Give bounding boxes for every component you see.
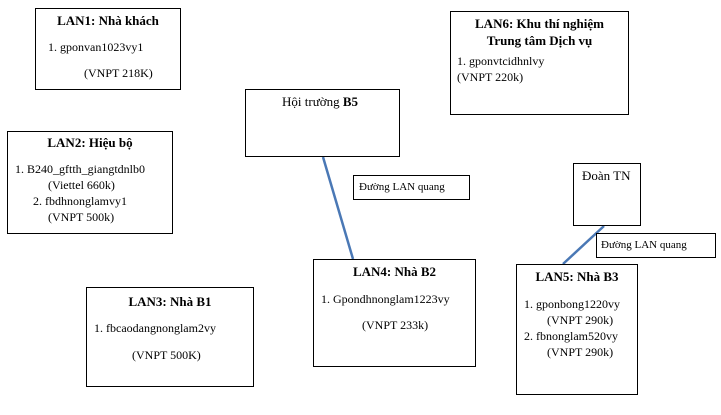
lan1-box: LAN1: Nhà khách 1. gponvan1023vy1 (VNPT … <box>35 8 181 90</box>
fiber-label-1: Đường LAN quang <box>359 181 445 193</box>
lan3-title: LAN3: Nhà B1 <box>128 294 212 309</box>
fiber-label-2: Đường LAN quang <box>601 239 687 251</box>
lan6-item-1-isp: (VNPT 220k) <box>457 70 524 84</box>
hall-b5-label: Hội trường B5 <box>282 94 358 110</box>
lan4-title: LAN4: Nhà B2 <box>352 264 437 279</box>
lan2-title: LAN2: Hiệu bộ <box>47 135 133 150</box>
lan5-item-2: 2. fbnonglam520vy <box>524 329 618 343</box>
fiber-label-2-box: Đường LAN quang <box>596 233 716 258</box>
lan4-box: LAN4: Nhà B2 1. Gpondhnonglam1223vy (VNP… <box>313 259 476 367</box>
youth-union-box: Đoàn TN <box>573 163 641 226</box>
lan6-box: LAN6: Khu thí nghiệm Trung tâm Dịch vụ 1… <box>450 11 629 115</box>
youth-union-label: Đoàn TN <box>582 168 631 183</box>
lan5-item-1: 1. gponbong1220vy <box>524 297 620 311</box>
hall-b5-box: Hội trường B5 <box>245 89 400 157</box>
lan3-item-1-isp: (VNPT 500K) <box>132 348 201 362</box>
lan6-title-line2: Trung tâm Dịch vụ <box>486 33 593 48</box>
lan2-item-1: 1. B240_gftth_giangtdnlb0 <box>15 162 145 176</box>
lan4-item-1-isp: (VNPT 233k) <box>362 318 429 332</box>
lan1-item-1: 1. gponvan1023vy1 <box>48 40 144 54</box>
lan2-item-2-isp: (VNPT 500k) <box>48 210 115 224</box>
lan1-item-1-isp: (VNPT 218K) <box>84 66 153 80</box>
lan6-title-line1: LAN6: Khu thí nghiệm <box>475 16 604 31</box>
lan2-item-2: 2. fbdhnonglamvy1 <box>33 194 127 208</box>
lan2-item-1-isp: (Viettel 660k) <box>48 178 115 192</box>
fiber-link-hall-b2 <box>321 156 355 260</box>
lan4-item-1: 1. Gpondhnonglam1223vy <box>321 292 450 306</box>
lan3-item-1: 1. fbcaodangnonglam2vy <box>94 321 216 335</box>
lan5-item-1-isp: (VNPT 290k) <box>547 313 614 327</box>
lan6-item-1: 1. gponvtcidhnlvy <box>457 54 545 68</box>
fiber-label-1-box: Đường LAN quang <box>353 175 470 200</box>
lan2-box: LAN2: Hiệu bộ 1. B240_gftth_giangtdnlb0 … <box>7 131 173 234</box>
lan1-title: LAN1: Nhà khách <box>57 13 159 28</box>
fiber-link-youth-b3 <box>562 225 605 265</box>
lan5-item-2-isp: (VNPT 290k) <box>547 345 614 359</box>
hall-label-prefix: Hội trường <box>282 94 343 109</box>
lan3-box: LAN3: Nhà B1 1. fbcaodangnonglam2vy (VNP… <box>86 287 254 387</box>
lan5-box: LAN5: Nhà B3 1. gponbong1220vy (VNPT 290… <box>516 264 638 395</box>
hall-label-bold: B5 <box>342 94 359 109</box>
lan5-title: LAN5: Nhà B3 <box>535 269 619 284</box>
